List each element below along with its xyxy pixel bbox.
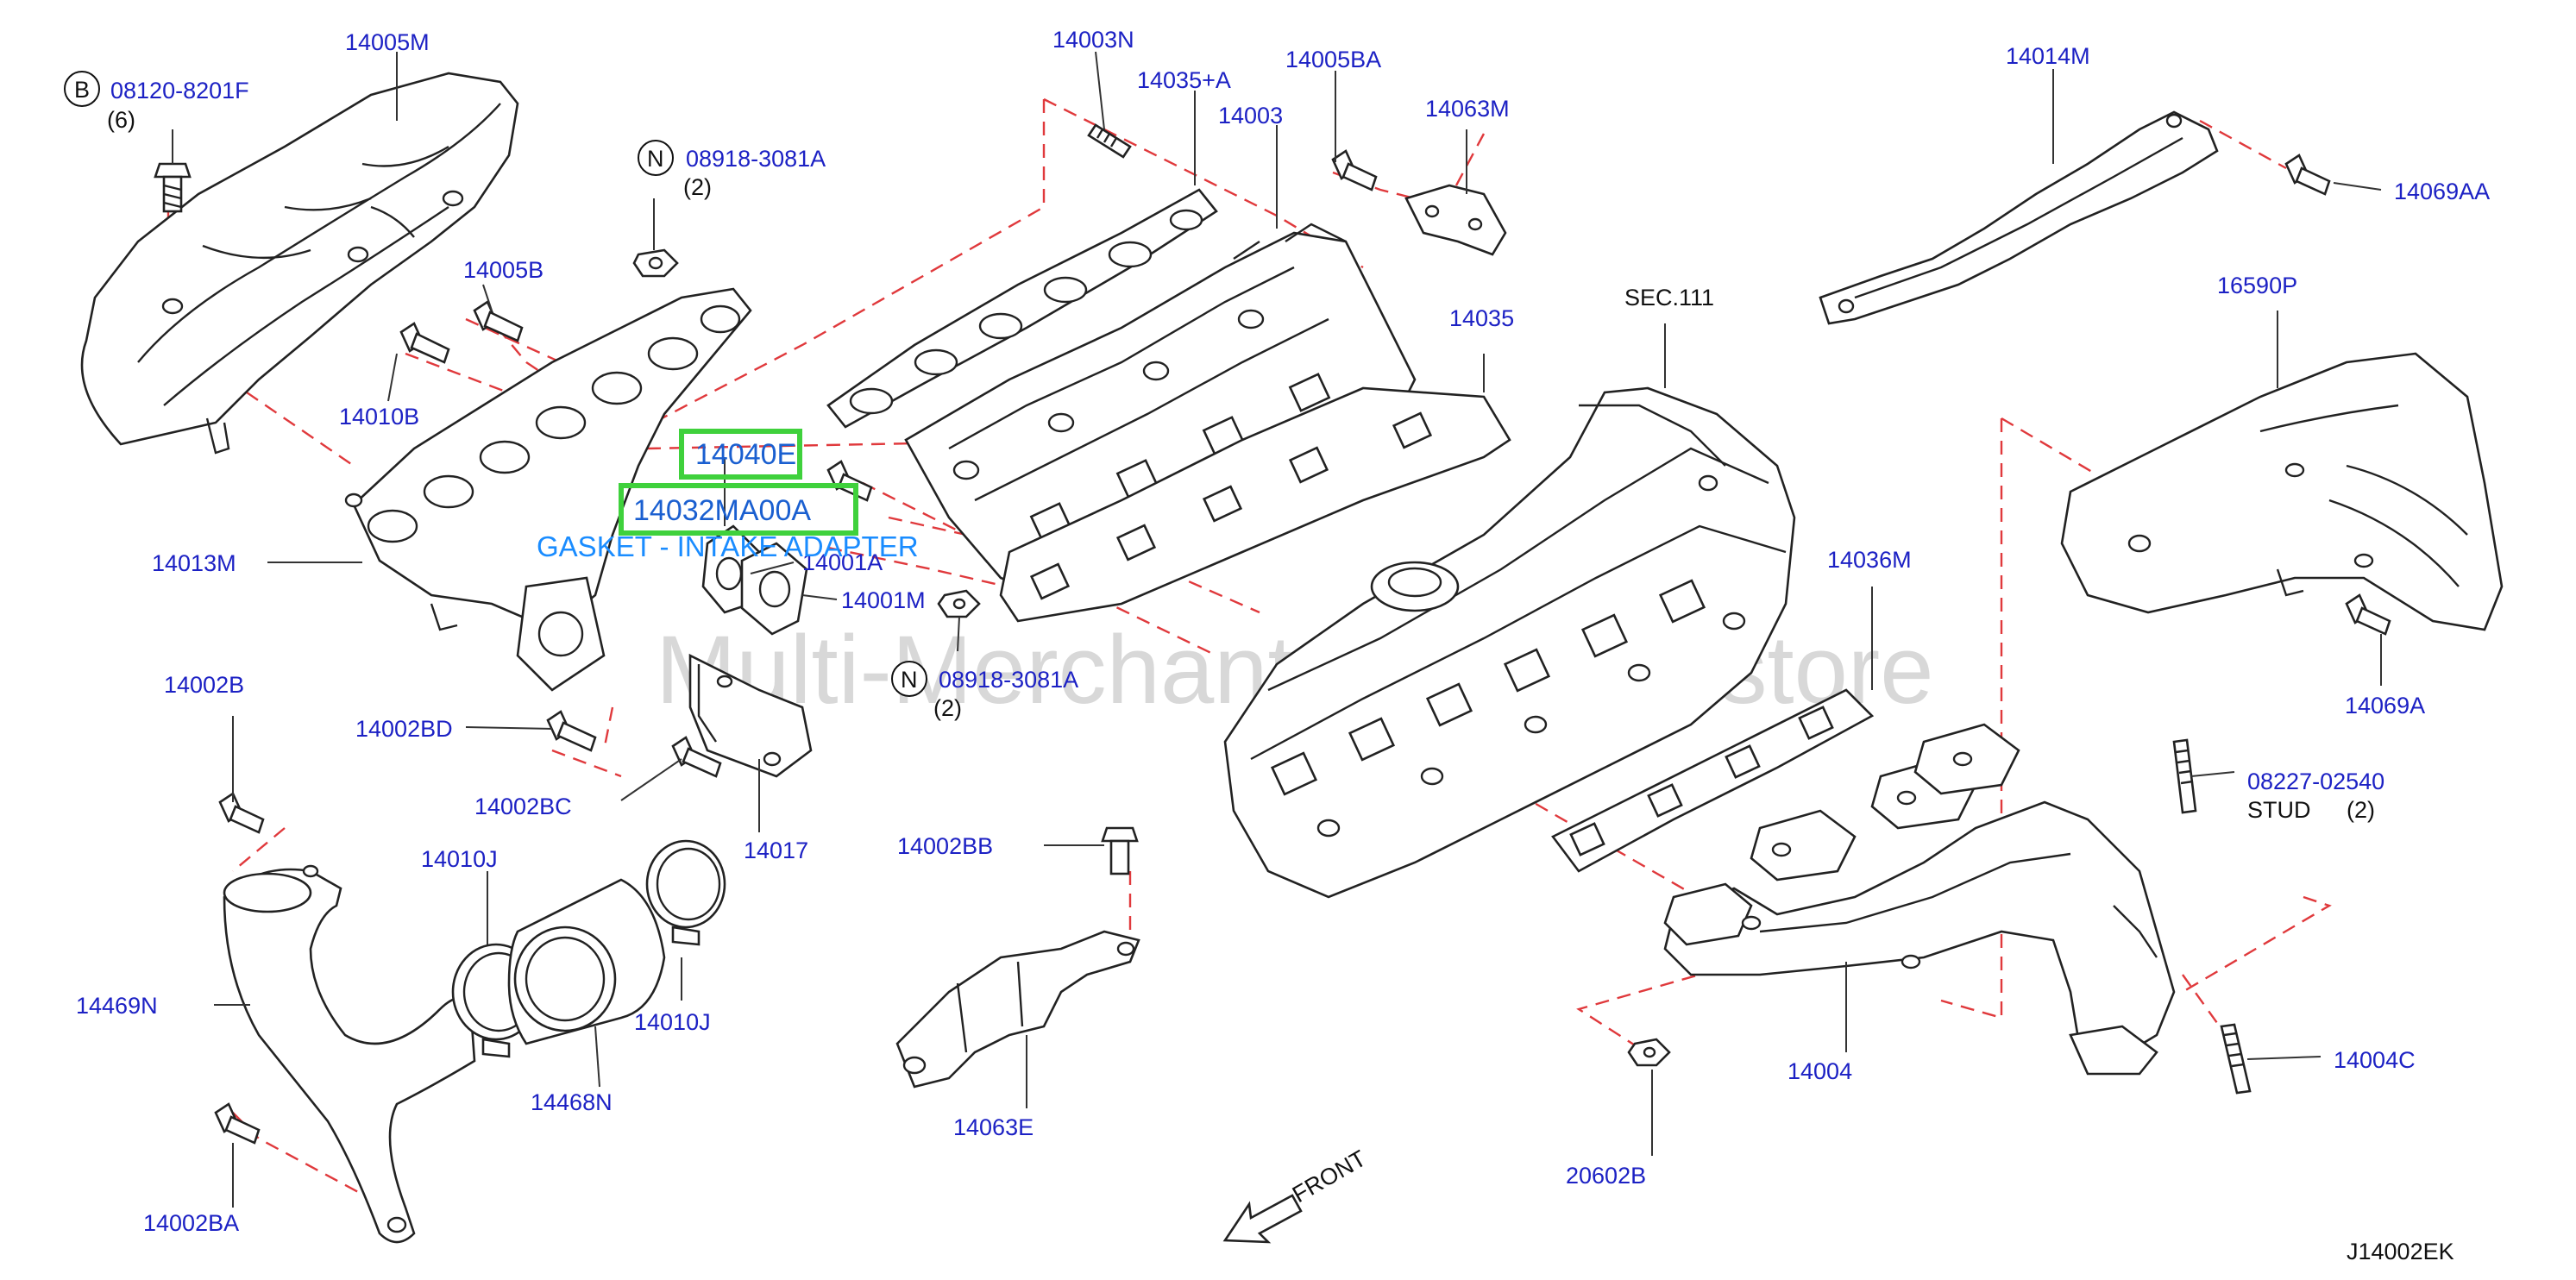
badge-B-icon (64, 71, 100, 107)
label-sec111: SEC.111 (1624, 285, 1714, 311)
label-14469N: 14469N (76, 993, 158, 1019)
stud-14003N (1087, 123, 1132, 159)
label-16590P: 16590P (2217, 273, 2297, 298)
label-14002BD: 14002BD (355, 716, 453, 742)
badge-N-letter-lower: N (901, 667, 918, 693)
label-14002BC: 14002BC (474, 794, 572, 819)
label-14035A: 14035+A (1137, 67, 1231, 93)
bolt-14002BA (214, 1102, 261, 1145)
gasket-14035 (999, 386, 1511, 623)
label-14069AA: 14069AA (2394, 179, 2490, 204)
part-description: GASKET - INTAKE ADAPTER (537, 530, 919, 562)
label-14010J-left: 14010J (421, 846, 498, 872)
bolt-08120-8201F (154, 162, 192, 213)
nut-20602B (1627, 1038, 1671, 1067)
badge-B-letter: B (74, 77, 90, 103)
label-14035: 14035 (1449, 305, 1514, 331)
label-14014M: 14014M (2006, 43, 2090, 69)
label-14063E: 14063E (953, 1114, 1034, 1140)
front-label: FRONT (1288, 1145, 1371, 1208)
pipe-14469N (223, 864, 476, 1244)
label-14004C: 14004C (2334, 1047, 2416, 1073)
label-14069A: 14069A (2345, 693, 2425, 718)
bolt-14002BB (1101, 826, 1139, 875)
label-08918a-qty: (2) (683, 174, 712, 200)
label-14040E[interactable]: 14040E (695, 438, 796, 471)
highlight-box-14040E (679, 429, 802, 480)
label-14468N: 14468N (531, 1089, 613, 1115)
label-08918b-qty: (2) (933, 695, 962, 721)
label-14005M: 14005M (345, 29, 430, 55)
label-08120-8201F: 08120-8201F (110, 78, 249, 104)
label-08918-3081A-top: 08918-3081A (686, 146, 826, 172)
bracket-14014M (1819, 110, 2219, 325)
stud-14004C (2220, 1023, 2252, 1095)
gasket-14036M (1551, 688, 1875, 873)
bracket-14063E (895, 930, 1140, 1089)
label-08120-qty: (6) (107, 107, 135, 133)
leader-lines (172, 51, 2382, 1208)
clamp-14010J-right (645, 839, 726, 946)
badge-N-letter-top: N (647, 146, 664, 172)
nut-08918-3081A-top (632, 248, 679, 278)
label-14005B: 14005B (463, 257, 543, 283)
bolt-adapter (826, 460, 873, 502)
front-arrow-icon (1222, 1194, 1303, 1244)
badge-N-icon-lower (891, 661, 927, 697)
cylinder-head-sec111 (1223, 386, 1796, 899)
label-14002B: 14002B (164, 672, 244, 698)
intake-collector-14003 (904, 223, 1417, 597)
label-14004: 14004 (1787, 1058, 1852, 1084)
bolt-14002BC (671, 736, 722, 778)
gasket-14035A (826, 188, 1218, 429)
label-14013M: 14013M (152, 550, 236, 576)
label-14010B: 14010B (339, 404, 419, 430)
label-14002BA: 14002BA (143, 1210, 239, 1236)
bolt-14002BD (546, 710, 597, 752)
label-14002BB: 14002BB (897, 833, 993, 859)
hose-14468N (507, 878, 666, 1045)
nut-08918-3081A-lower (937, 589, 981, 618)
heat-shield-16590P (2060, 352, 2504, 631)
badge-N-icon-top (638, 140, 674, 176)
bolt-14010B (399, 322, 450, 364)
label-20602B: 20602B (1566, 1163, 1646, 1189)
label-14001M: 14001M (841, 587, 926, 613)
bracket-14063M (1404, 184, 1507, 256)
highlight-box-14032MA00A (619, 483, 858, 536)
bolt-14002B (218, 792, 265, 834)
label-14032MA00A[interactable]: 14032MA00A (633, 494, 811, 527)
label-14036M: 14036M (1827, 547, 1912, 573)
plate-14001M (740, 542, 808, 636)
stud-08227-02540 (2172, 738, 2197, 814)
label-08227-qty: (2) (2347, 797, 2375, 823)
heat-shield-14005M (80, 72, 519, 455)
label-14001A: 14001A (802, 549, 883, 575)
label-14005BA: 14005BA (1285, 47, 1381, 72)
diagram-code: J14002EK (2347, 1239, 2454, 1264)
front-direction-arrow: FRONT (1222, 1145, 1371, 1244)
label-14063M: 14063M (1425, 96, 1510, 122)
bracket-14017 (688, 653, 813, 778)
intake-manifold-14013M (344, 287, 752, 692)
label-08227-02540: 08227-02540 (2247, 769, 2384, 794)
label-08918-3081A-lower: 08918-3081A (939, 667, 1078, 693)
exhaust-manifold-14004 (1663, 723, 2176, 1076)
label-14003: 14003 (1218, 103, 1283, 129)
label-14003N: 14003N (1052, 27, 1134, 53)
bolt-14069AA (2284, 154, 2331, 196)
bolt-14005BA (1331, 149, 1378, 191)
label-14010J-right: 14010J (634, 1009, 711, 1035)
bolt-14005B (473, 300, 524, 342)
label-14017: 14017 (744, 838, 808, 863)
bolt-14069A (2345, 593, 2391, 636)
label-08227-stud: STUD (2247, 797, 2311, 823)
